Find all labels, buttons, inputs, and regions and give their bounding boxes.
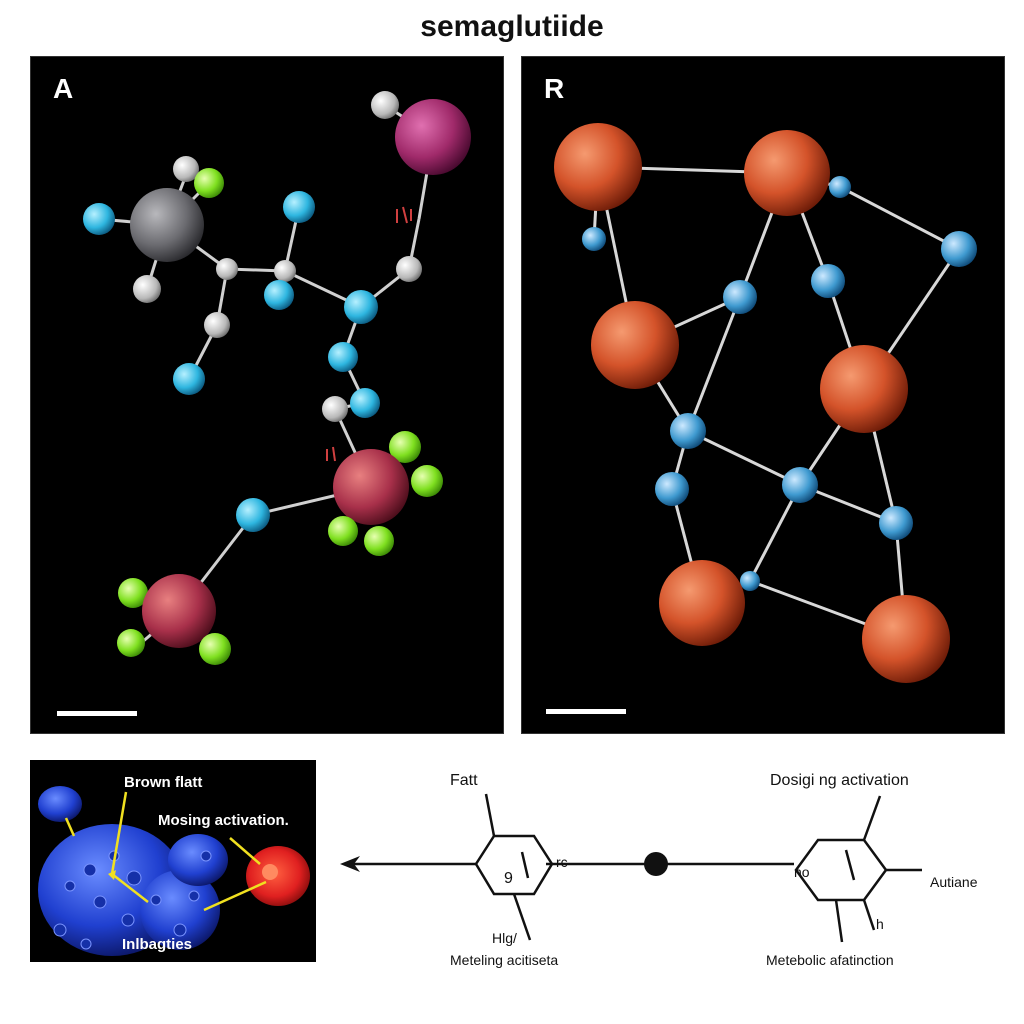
red-markers xyxy=(326,206,412,462)
panel-b-lattice: R xyxy=(521,56,1005,734)
scheme-label-metebolic: Metebolic afatinction xyxy=(766,952,894,968)
ring-1-mark-a: 9 xyxy=(504,870,513,887)
red-cell xyxy=(246,846,310,906)
atoms-a xyxy=(83,91,471,665)
cell-inset: Brown flatt Mosing activation. Inlbagtie… xyxy=(30,760,316,962)
panel-a-label: A xyxy=(53,73,74,104)
center-node xyxy=(644,852,668,876)
panel-a-molecule: A xyxy=(30,56,504,734)
ring-1-mark-b: rc xyxy=(556,854,568,870)
ring-2-mark-a: no xyxy=(794,864,810,880)
scheme-label-hlg: Hlg/ xyxy=(492,930,517,946)
scheme-label-dosing: Dosigi ng activation xyxy=(770,772,909,789)
bond-lines xyxy=(98,103,435,645)
inset-label-activation: Mosing activation. xyxy=(158,812,289,829)
arrow-head xyxy=(340,856,360,872)
ring-1 xyxy=(474,834,554,896)
lattice-b-drawing xyxy=(546,123,977,714)
scheme-label-fat: Fatt xyxy=(450,772,478,789)
inset-label-brown-fat: Brown flatt xyxy=(124,774,203,791)
cell-illustration xyxy=(38,786,310,956)
pointer-lines xyxy=(64,791,267,912)
atoms-b xyxy=(554,123,977,683)
scheme-label-autiane: Autiane xyxy=(930,874,978,890)
scale-bar-b xyxy=(546,709,626,714)
blue-cells xyxy=(38,786,228,956)
page-title: semaglutiide xyxy=(420,10,604,43)
reaction-scheme: Fatt Dosigi ng activation Autiane Hlg/ M… xyxy=(316,740,1024,1024)
scheme-label-meteling: Meteling acitiseta xyxy=(450,952,559,968)
panel-b-label: R xyxy=(544,73,565,104)
scale-bar-a xyxy=(57,711,137,716)
molecule-a-drawing xyxy=(57,91,471,716)
inset-label-bottom: Inlbagties xyxy=(122,936,193,953)
ring-2-mark-b: h xyxy=(876,916,884,932)
scheme-drawing xyxy=(340,793,922,943)
